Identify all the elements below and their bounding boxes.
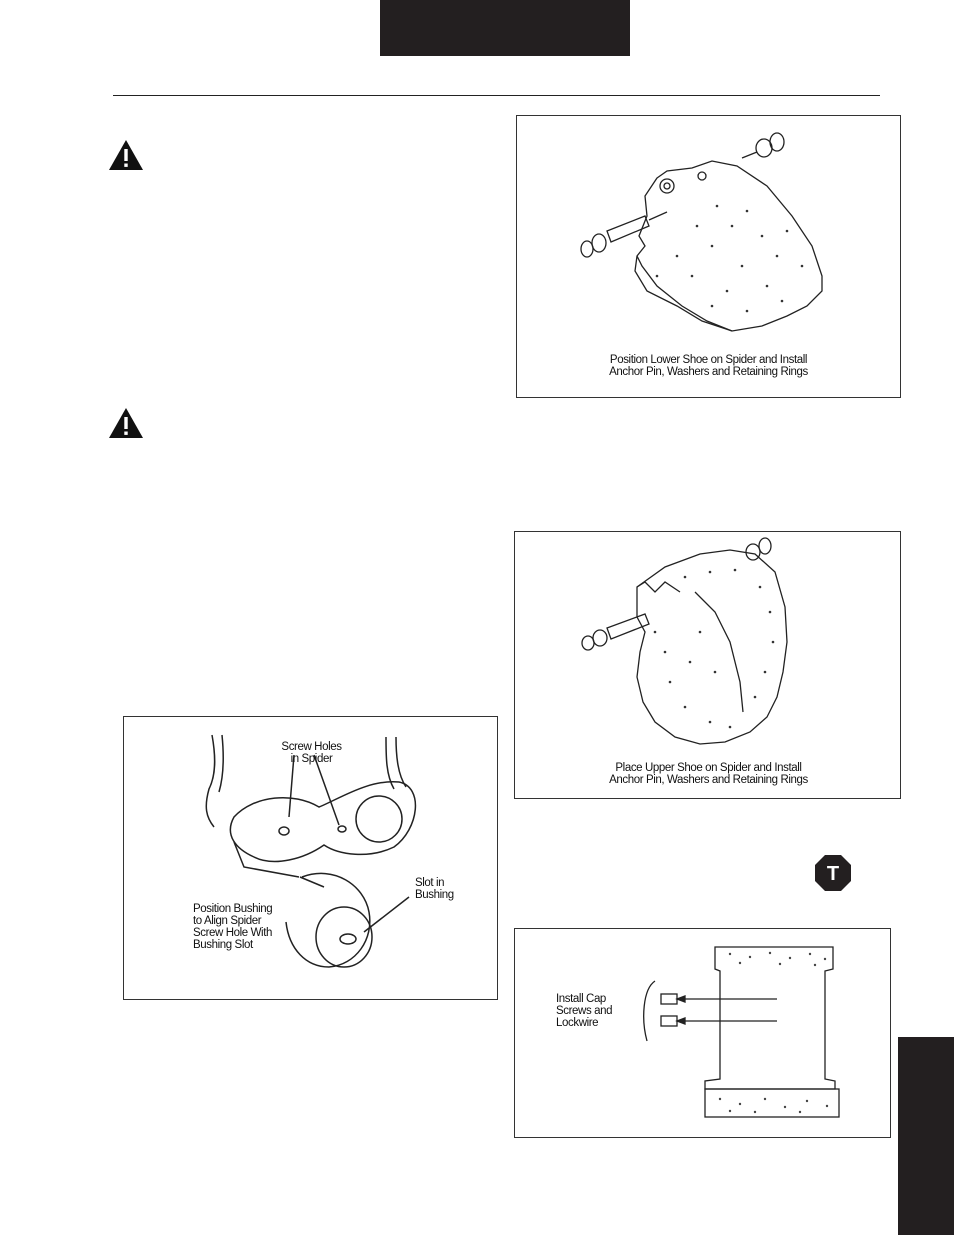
cap-screws-illustration	[643, 946, 840, 1118]
label-line: Bushing Slot	[193, 939, 253, 951]
bushing-illustration	[205, 734, 416, 968]
figure-upper-shoe: Place Upper Shoe on Spider and Install A…	[514, 531, 901, 799]
label-line: Slot in	[415, 877, 445, 889]
label-line: to Align Spider	[193, 915, 262, 927]
label-line: Screw Hole With	[193, 927, 272, 939]
torque-hexagon-icon: T	[815, 855, 851, 891]
caption-upper-shoe: Place Upper Shoe on Spider and Install A…	[557, 762, 860, 786]
label-line: Lockwire	[556, 1017, 599, 1029]
label-line: Screw Holes	[281, 741, 342, 753]
caption-line: Position Lower Shoe on Spider and Instal…	[609, 354, 808, 366]
warning-triangle-icon	[109, 140, 143, 170]
label-position-bushing: Position Bushing to Align Spider Screw H…	[193, 903, 303, 951]
label-screw-holes: Screw Holes in Spider	[269, 741, 354, 765]
label-line: in Spider	[290, 753, 333, 765]
section-side-tab	[898, 1037, 954, 1235]
caption-lower-shoe: Position Lower Shoe on Spider and Instal…	[557, 354, 860, 378]
figure-bushing: Screw Holes in Spider Position Bushing t…	[123, 716, 498, 1000]
caption-line: Place Upper Shoe on Spider and Install	[615, 762, 802, 774]
figure-cap-screws: Install Cap Screws and Lockwire	[514, 928, 891, 1138]
label-line: Install Cap	[556, 993, 606, 1005]
upper-shoe-illustration	[581, 537, 788, 745]
label-slot-bushing: Slot in Bushing	[415, 877, 485, 901]
caption-line: Anchor Pin, Washers and Retaining Rings	[609, 774, 808, 786]
warning-triangle-icon	[109, 408, 143, 438]
label-line: Position Bushing	[193, 903, 273, 915]
label-install-cap-screws: Install Cap Screws and Lockwire	[556, 993, 646, 1029]
label-line: Bushing	[415, 889, 454, 901]
header-divider	[113, 95, 880, 96]
caption-line: Anchor Pin, Washers and Retaining Rings	[609, 366, 808, 378]
lower-shoe-illustration	[580, 132, 823, 332]
figure-lower-shoe: Position Lower Shoe on Spider and Instal…	[516, 115, 901, 398]
header-title-bar	[380, 0, 630, 56]
torque-letter: T	[827, 863, 839, 885]
label-line: Screws and	[556, 1005, 613, 1017]
